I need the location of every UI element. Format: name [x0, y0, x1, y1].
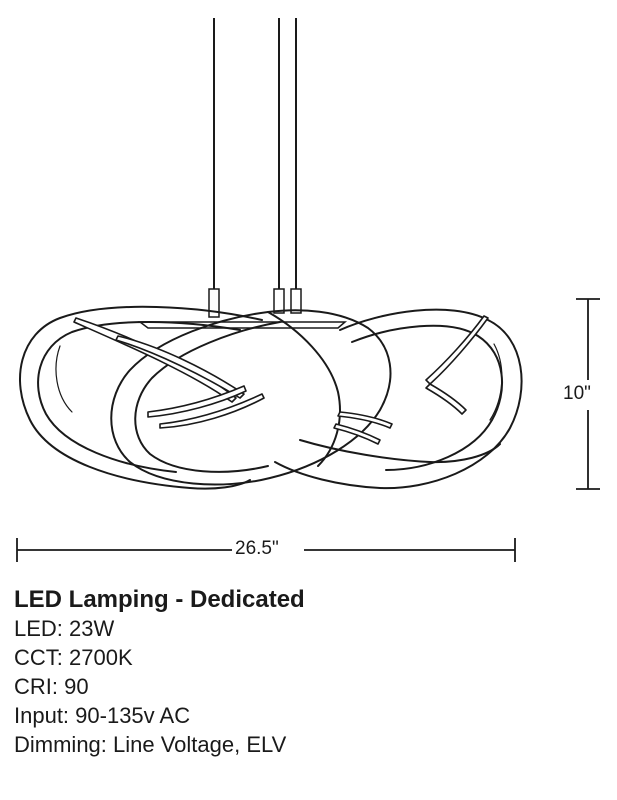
spec-led: LED: 23W [14, 616, 115, 641]
ribbon-lower-wrap [299, 439, 501, 464]
height-dimension [576, 298, 600, 490]
ribbon-right-loop-shadow [489, 343, 503, 421]
ribbon-left-loop-shadow [55, 345, 73, 413]
suspension-cords [213, 18, 297, 290]
width-dimension-label: 26.5" [232, 538, 282, 560]
ribbon-right-loop-outer [274, 308, 523, 490]
blade-1 [73, 317, 237, 403]
gripper-center [273, 288, 285, 314]
ribbon-center-fold [267, 311, 341, 467]
blade-5 [425, 315, 489, 385]
ribbon-center-front [110, 309, 392, 486]
spec-cri: CRI: 90 [14, 674, 89, 699]
spec-cct: CCT: 2700K [14, 645, 133, 670]
ribbon-left-loop-outer [19, 305, 263, 490]
accent-blades [73, 315, 489, 445]
blade-8 [333, 423, 381, 445]
ribbon-shade [19, 305, 523, 490]
spec-dimming: Dimming: Line Voltage, ELV [14, 732, 287, 757]
lamping-specs: LED Lamping - Dedicated LED: 23W CCT: 27… [14, 585, 609, 759]
blade-6 [425, 383, 467, 415]
ribbon-left-loop-inner [37, 321, 241, 473]
blade-7 [337, 411, 393, 429]
spec-input: Input: 90-135v AC [14, 703, 191, 728]
width-dimension [16, 538, 516, 562]
specs-heading: LED Lamping - Dedicated [14, 586, 305, 613]
gripper-left [208, 288, 220, 318]
blade-4 [159, 393, 265, 429]
height-dimension-label: 10" [563, 383, 591, 405]
pendant-lamp-drawing [16, 18, 600, 562]
ribbon-center-inner [134, 321, 281, 473]
gripper-right [290, 288, 302, 314]
ribbon-right-loop-inner [351, 324, 503, 471]
blade-3 [147, 385, 247, 418]
cord-grippers [208, 288, 302, 318]
